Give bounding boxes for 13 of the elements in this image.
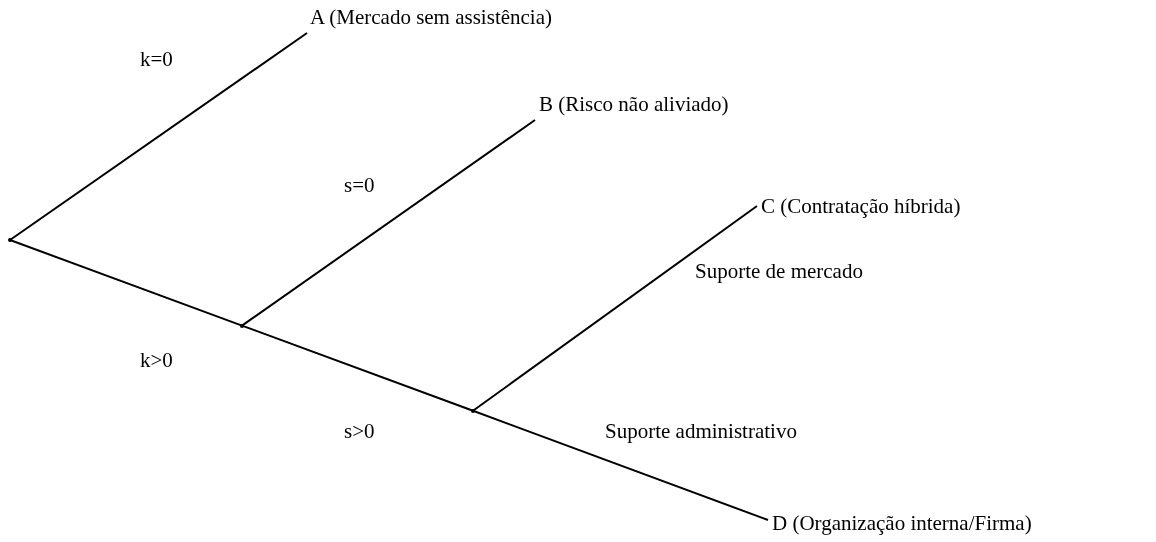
junction-point xyxy=(240,323,244,328)
branch-line xyxy=(472,205,758,412)
junction-point xyxy=(8,238,12,242)
outcome-label: D (Organização interna/Firma) xyxy=(772,510,1032,536)
outcome-label: A (Mercado sem assistência) xyxy=(310,4,552,30)
branch-line xyxy=(9,239,243,327)
branch-line xyxy=(9,32,308,241)
outcome-label: B (Risco não aliviado) xyxy=(539,91,729,117)
branch-line xyxy=(472,409,769,521)
branch-line xyxy=(241,324,474,412)
branch-line xyxy=(241,119,536,327)
outcome-label: C (Contratação híbrida) xyxy=(761,193,961,219)
junction-point xyxy=(471,408,475,413)
